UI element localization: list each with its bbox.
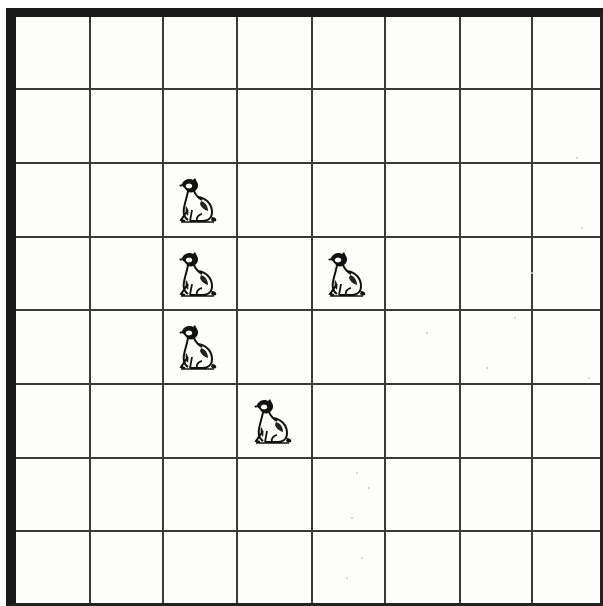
board-cell-r3-c0[interactable] xyxy=(16,238,91,311)
board-cell-r3-c7[interactable] xyxy=(533,238,600,311)
board-cell-r5-c4[interactable] xyxy=(313,385,386,459)
board-cell-r7-c7[interactable] xyxy=(533,532,600,603)
board-cell-r4-c4[interactable] xyxy=(313,311,386,385)
board-cell-r3-c1[interactable] xyxy=(91,238,164,311)
board-cell-r7-c2[interactable] xyxy=(164,532,238,603)
board-cell-r0-c1[interactable] xyxy=(91,17,164,90)
board-cell-r3-c6[interactable] xyxy=(461,238,533,311)
board-cell-r6-c4[interactable] xyxy=(313,459,386,532)
print-speck xyxy=(356,472,358,474)
board-cell-r2-c6[interactable] xyxy=(461,164,533,238)
print-speck xyxy=(346,577,348,579)
board-cell-r5-c0[interactable] xyxy=(16,385,91,459)
board-cell-r6-c2[interactable] xyxy=(164,459,238,532)
dog-icon[interactable] xyxy=(243,391,305,453)
print-speck xyxy=(576,157,578,159)
board-cell-r0-c6[interactable] xyxy=(461,17,533,90)
print-speck xyxy=(361,557,363,559)
board-cell-r3-c5[interactable] xyxy=(386,238,461,311)
board-cell-r5-c5[interactable] xyxy=(386,385,461,459)
board-cell-r5-c2[interactable] xyxy=(164,385,238,459)
board-cell-r2-c0[interactable] xyxy=(16,164,91,238)
board-cell-r1-c7[interactable] xyxy=(533,90,600,164)
board-cell-r2-c4[interactable] xyxy=(313,164,386,238)
board-cell-r7-c3[interactable] xyxy=(238,532,313,603)
board-cell-r6-c1[interactable] xyxy=(91,459,164,532)
board-cell-r7-c6[interactable] xyxy=(461,532,533,603)
board-cell-r2-c5[interactable] xyxy=(386,164,461,238)
board-cell-r6-c5[interactable] xyxy=(386,459,461,532)
board-cell-r1-c2[interactable] xyxy=(164,90,238,164)
print-speck xyxy=(351,517,353,519)
board-cell-r6-c3[interactable] xyxy=(238,459,313,532)
board-cell-r1-c5[interactable] xyxy=(386,90,461,164)
board-cell-r4-c3[interactable] xyxy=(238,311,313,385)
board-cell-r7-c0[interactable] xyxy=(16,532,91,603)
board-cell-r4-c7[interactable] xyxy=(533,311,600,385)
board-cell-r5-c6[interactable] xyxy=(461,385,533,459)
print-speck xyxy=(426,332,428,334)
board-cell-r6-c7[interactable] xyxy=(533,459,600,532)
board-cell-r5-c1[interactable] xyxy=(91,385,164,459)
print-speck xyxy=(531,272,533,274)
board-cell-r7-c1[interactable] xyxy=(91,532,164,603)
dog-icon[interactable] xyxy=(317,244,379,306)
board-cell-r7-c4[interactable] xyxy=(313,532,386,603)
board-cell-r0-c2[interactable] xyxy=(164,17,238,90)
board-cell-r4-c5[interactable] xyxy=(386,311,461,385)
board-cell-r6-c0[interactable] xyxy=(16,459,91,532)
dog-icon[interactable] xyxy=(168,170,230,232)
board-cell-r1-c4[interactable] xyxy=(313,90,386,164)
board-cell-r0-c7[interactable] xyxy=(533,17,600,90)
board-cell-r1-c6[interactable] xyxy=(461,90,533,164)
board-cell-r4-c6[interactable] xyxy=(461,311,533,385)
print-speck xyxy=(588,377,590,379)
board-cell-r3-c3[interactable] xyxy=(238,238,313,311)
game-board-frame xyxy=(6,8,603,606)
board-cell-r0-c3[interactable] xyxy=(238,17,313,90)
board-cell-r4-c0[interactable] xyxy=(16,311,91,385)
board-cell-r2-c1[interactable] xyxy=(91,164,164,238)
board-cell-r1-c0[interactable] xyxy=(16,90,91,164)
board-cell-r1-c3[interactable] xyxy=(238,90,313,164)
board-cell-r0-c4[interactable] xyxy=(313,17,386,90)
board-cell-r0-c5[interactable] xyxy=(386,17,461,90)
board-cell-r5-c7[interactable] xyxy=(533,385,600,459)
board-cell-r4-c1[interactable] xyxy=(91,311,164,385)
print-speck xyxy=(514,317,516,319)
board-cell-r7-c5[interactable] xyxy=(386,532,461,603)
board-cell-r2-c3[interactable] xyxy=(238,164,313,238)
board-cell-r0-c0[interactable] xyxy=(16,17,91,90)
game-board xyxy=(16,17,600,603)
dog-icon[interactable] xyxy=(168,244,230,306)
print-speck xyxy=(486,367,488,369)
board-cell-r2-c7[interactable] xyxy=(533,164,600,238)
dog-icon[interactable] xyxy=(168,317,230,379)
board-cell-r6-c6[interactable] xyxy=(461,459,533,532)
board-cell-r1-c1[interactable] xyxy=(91,90,164,164)
print-speck xyxy=(581,227,583,229)
print-speck xyxy=(368,487,370,489)
